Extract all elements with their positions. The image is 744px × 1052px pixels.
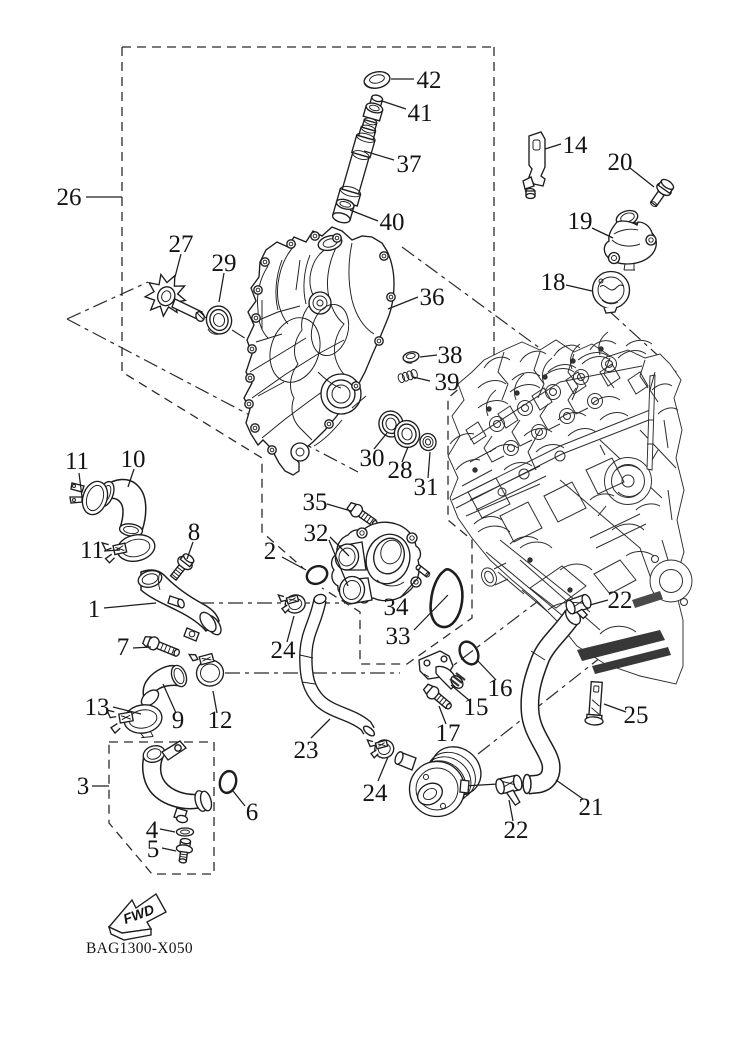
svg-text:20: 20 bbox=[608, 149, 633, 176]
svg-text:27: 27 bbox=[169, 231, 194, 258]
svg-text:36: 36 bbox=[420, 284, 445, 311]
svg-text:17: 17 bbox=[436, 720, 461, 747]
svg-text:10: 10 bbox=[121, 446, 146, 473]
svg-text:19: 19 bbox=[568, 208, 593, 235]
svg-text:24: 24 bbox=[363, 780, 389, 807]
svg-text:32: 32 bbox=[304, 520, 329, 547]
svg-text:25: 25 bbox=[624, 702, 649, 729]
svg-text:33: 33 bbox=[386, 623, 411, 650]
svg-text:11: 11 bbox=[65, 448, 89, 475]
svg-text:41: 41 bbox=[408, 100, 433, 127]
svg-text:13: 13 bbox=[85, 694, 110, 721]
svg-text:5: 5 bbox=[147, 836, 160, 863]
svg-text:37: 37 bbox=[397, 151, 422, 178]
svg-text:24: 24 bbox=[271, 637, 297, 664]
svg-text:39: 39 bbox=[435, 369, 460, 396]
svg-text:34: 34 bbox=[384, 594, 410, 621]
svg-text:30: 30 bbox=[360, 445, 385, 472]
svg-text:BAG1300-X050: BAG1300-X050 bbox=[86, 940, 193, 957]
svg-text:40: 40 bbox=[380, 209, 405, 236]
svg-text:7: 7 bbox=[117, 634, 130, 661]
svg-text:31: 31 bbox=[414, 474, 439, 501]
svg-text:29: 29 bbox=[212, 250, 237, 277]
svg-text:21: 21 bbox=[579, 794, 604, 821]
svg-text:22: 22 bbox=[608, 587, 633, 614]
svg-text:23: 23 bbox=[294, 737, 319, 764]
svg-text:38: 38 bbox=[438, 342, 463, 369]
svg-text:35: 35 bbox=[303, 489, 328, 516]
svg-text:16: 16 bbox=[488, 675, 513, 702]
svg-text:1: 1 bbox=[88, 596, 101, 623]
svg-text:12: 12 bbox=[208, 707, 233, 734]
svg-text:22: 22 bbox=[504, 817, 529, 844]
svg-text:42: 42 bbox=[417, 67, 442, 94]
svg-text:8: 8 bbox=[188, 519, 201, 546]
svg-text:15: 15 bbox=[464, 694, 489, 721]
svg-text:9: 9 bbox=[172, 707, 185, 734]
svg-text:28: 28 bbox=[388, 457, 413, 484]
svg-text:14: 14 bbox=[563, 132, 589, 159]
svg-text:6: 6 bbox=[246, 799, 259, 826]
svg-text:2: 2 bbox=[264, 538, 277, 565]
svg-text:4: 4 bbox=[146, 817, 159, 844]
svg-text:18: 18 bbox=[541, 269, 566, 296]
svg-text:26: 26 bbox=[57, 184, 82, 211]
svg-text:3: 3 bbox=[77, 773, 90, 800]
svg-text:11: 11 bbox=[80, 537, 104, 564]
